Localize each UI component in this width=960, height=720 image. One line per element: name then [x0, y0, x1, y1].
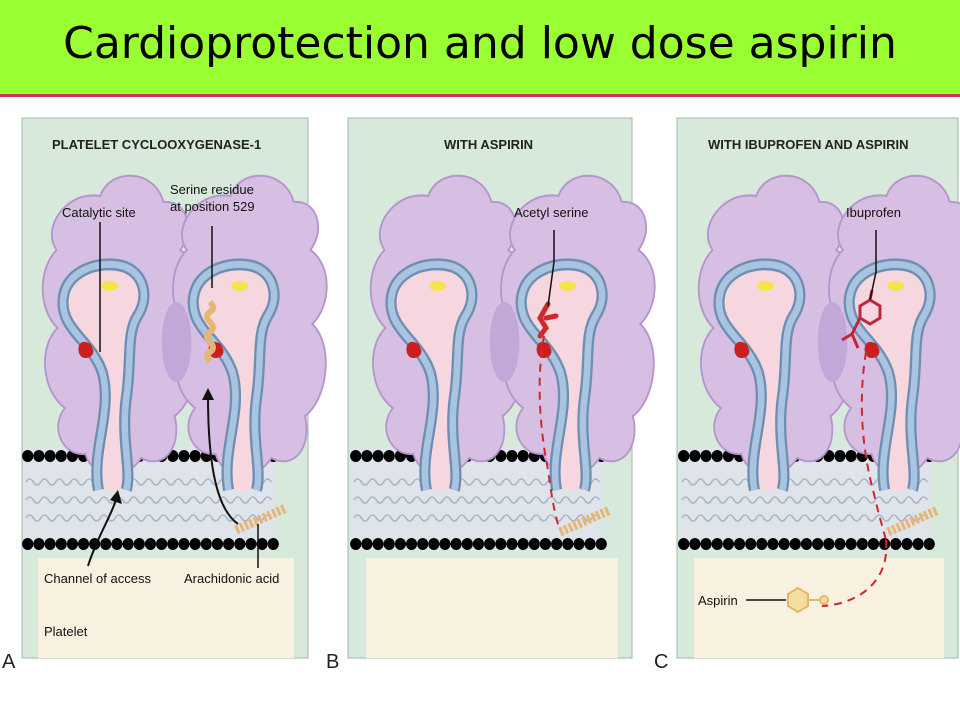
- panel-c-cox1-dimer: [678, 176, 960, 552]
- panel-b-heading: WITH ASPIRIN: [444, 137, 533, 152]
- panel-a-heading: PLATELET CYCLOOXYGENASE-1: [52, 137, 261, 152]
- panel-c-ibuprofen-label: Ibuprofen: [846, 205, 901, 220]
- panel-c-letter: C: [654, 651, 668, 673]
- panel-c-aspirin-label: Aspirin: [698, 593, 738, 608]
- panel-a: PLATELET CYCLOOXYGENASE-1 Catalytic site…: [2, 117, 327, 673]
- panel-c-heading: WITH IBUPROFEN AND ASPIRIN: [708, 137, 909, 152]
- panel-b: WITH ASPIRIN Acetyl serine B: [326, 117, 655, 673]
- panel-a-platelet-label: Platelet: [44, 624, 88, 639]
- panel-b-cell-interior: [366, 558, 618, 658]
- panel-a-channel-label: Channel of access: [44, 571, 151, 586]
- panel-a-arachidonic-label: Arachidonic acid: [184, 571, 279, 586]
- panel-b-blocked-path: [538, 335, 561, 531]
- panel-a-letter: A: [2, 651, 16, 673]
- panel-a-channel-arrow: [87, 499, 117, 567]
- title-divider: [0, 94, 960, 97]
- panel-a-arachidonic-membrane: [234, 503, 288, 535]
- panel-c-arachidonic-membrane: [886, 505, 940, 537]
- panel-c: WITH IBUPROFEN AND ASPIRIN Ibuprofen Asp…: [654, 117, 960, 673]
- panel-a-arachidonic-bound: [204, 299, 216, 365]
- title-bar: [0, 0, 960, 94]
- panel-a-entry-arrow: [207, 395, 239, 525]
- panel-c-blocked-path: [860, 351, 887, 541]
- panel-a-serine-label-1: Serine residue: [170, 182, 254, 197]
- panel-b-acetyl-label: Acetyl serine: [514, 205, 588, 220]
- panel-c-cell-interior: [694, 558, 944, 658]
- panel-a-entry-arrowhead: [202, 388, 214, 400]
- panel-b-arachidonic-membrane: [558, 505, 612, 537]
- panel-c-aspirin-molecule: [787, 586, 829, 614]
- panel-a-cell-interior: [38, 558, 294, 658]
- panel-b-acetyl-serine: [537, 301, 559, 339]
- slide-title: Cardioprotection and low dose aspirin: [63, 18, 897, 69]
- panel-b-letter: B: [326, 651, 339, 673]
- panel-a-catalytic-label: Catalytic site: [62, 205, 136, 220]
- panel-a-channel-arrowhead: [110, 490, 122, 504]
- panel-c-ibuprofen-leader: [869, 230, 877, 301]
- panel-a-serine-label-2: at position 529: [170, 199, 255, 214]
- panel-b-acetyl-leader: [547, 230, 555, 307]
